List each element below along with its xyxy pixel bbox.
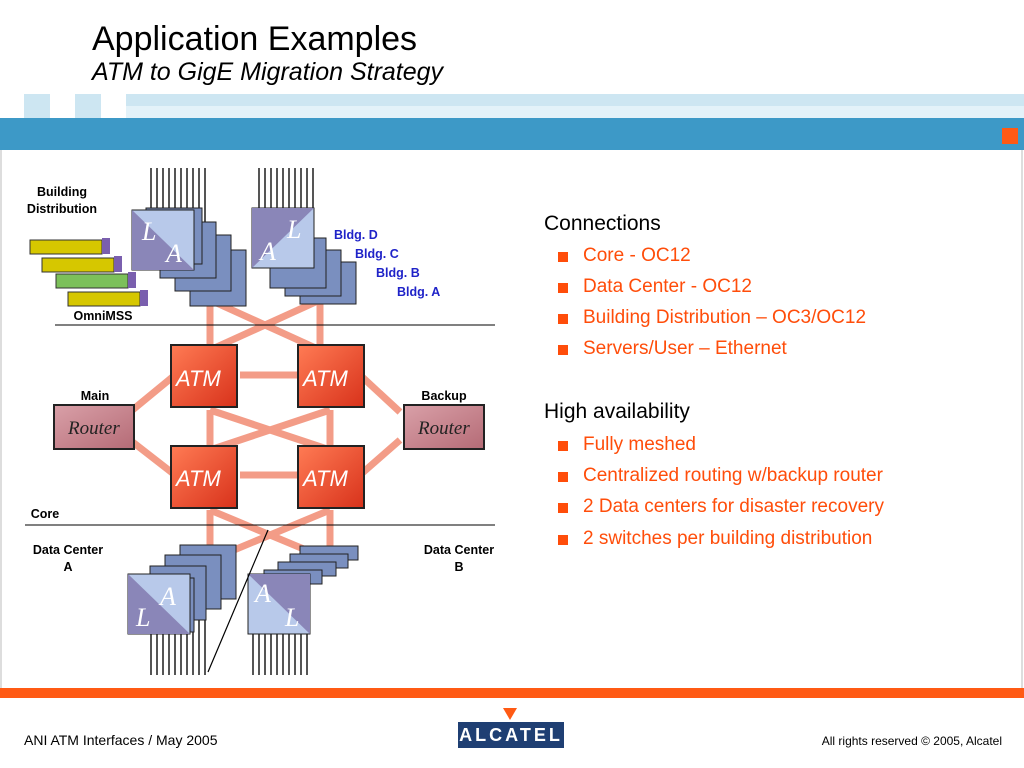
bullet-text: Centralized routing w/backup router <box>583 465 883 486</box>
datacenter-b-label: Data Center <box>424 543 494 557</box>
frame-right <box>1021 150 1023 690</box>
switch-letter: L <box>284 603 299 632</box>
lan-switch-icon: A L <box>127 573 191 635</box>
network-diagram: L A L A ATM ATM ATM <box>25 168 495 675</box>
main-label: Main <box>81 389 109 403</box>
switch-letter: L <box>141 217 156 246</box>
bullet-square-icon <box>558 535 568 545</box>
backup-label: Backup <box>421 389 467 403</box>
core-label: Core <box>31 507 60 521</box>
bullet-item: Data Center - OC12 <box>558 276 752 298</box>
switch-letter: A <box>258 237 276 266</box>
switch-letter: L <box>135 603 150 632</box>
switch-letter: A <box>164 239 182 268</box>
bldg-a-label: Bldg. A <box>397 285 440 299</box>
switch-letter: L <box>286 215 301 244</box>
switch-letter: A <box>158 582 176 611</box>
lan-switch-icon: A L <box>247 573 311 635</box>
bullet-item: Centralized routing w/backup router <box>558 465 883 487</box>
mesh-links <box>127 266 403 564</box>
backup-router: Router <box>403 404 485 450</box>
lan-switch-icon: L A <box>131 209 195 271</box>
frame-left <box>0 150 2 690</box>
slide-title: Application Examples <box>92 20 418 58</box>
header-band-dark <box>0 118 1024 150</box>
atm-switch-bottom-left: ATM <box>170 445 238 509</box>
building-distribution-label: Distribution <box>27 202 97 216</box>
datacenter-switch-stack-b: A L <box>247 545 359 635</box>
bullet-square-icon <box>558 441 568 451</box>
header-band-gap <box>0 94 24 118</box>
router-label: Router <box>67 418 120 439</box>
logo-triangle-icon <box>503 708 517 720</box>
omnimss-label: OmniMSS <box>73 309 132 323</box>
bullet-item: Fully meshed <box>558 434 696 456</box>
atm-label: ATM <box>301 366 348 391</box>
bldg-b-label: Bldg. B <box>376 266 420 280</box>
datacenter-a-label: A <box>63 560 72 574</box>
bullet-text: Fully meshed <box>583 434 696 455</box>
diagonal-line <box>207 529 269 673</box>
building-switch-stack-left: L A <box>131 207 247 307</box>
alcatel-logo: ALCATEL <box>458 722 564 748</box>
bullet-item: Core - OC12 <box>558 245 691 267</box>
building-distribution-label: Building <box>37 185 87 199</box>
atm-switch-top-left: ATM <box>170 344 238 408</box>
switch-letter: A <box>253 579 271 608</box>
bullet-text: Building Distribution – OC3/OC12 <box>583 307 867 328</box>
bldg-c-label: Bldg. C <box>355 247 399 261</box>
bullet-text: Data Center - OC12 <box>583 276 752 297</box>
datacenter-a-label: Data Center <box>33 543 103 557</box>
bullet-square-icon <box>558 503 568 513</box>
atm-switch-top-right: ATM <box>297 344 365 408</box>
router-label: Router <box>417 418 470 439</box>
atm-label: ATM <box>174 466 221 491</box>
bullet-square-icon <box>558 472 568 482</box>
bullet-square-icon <box>558 345 568 355</box>
bullet-text: 2 switches per building distribution <box>583 528 873 549</box>
bullet-square-icon <box>558 283 568 293</box>
datacenter-b-label: B <box>454 560 463 574</box>
atm-switch-bottom-right: ATM <box>297 445 365 509</box>
availability-heading: High availability <box>544 400 690 423</box>
header-band-gap <box>101 94 126 118</box>
bullet-square-icon <box>558 314 568 324</box>
building-switch-stack-right: L A <box>251 207 357 305</box>
bullet-item: Servers/User – Ethernet <box>558 338 787 360</box>
footer-accent-bar <box>0 688 1024 698</box>
bullet-text: Core - OC12 <box>583 245 691 266</box>
bullet-item: Building Distribution – OC3/OC12 <box>558 307 867 329</box>
bullet-item: 2 switches per building distribution <box>558 528 873 550</box>
footer-copyright: All rights reserved © 2005, Alcatel <box>821 734 1002 748</box>
atm-label: ATM <box>301 466 348 491</box>
header-band-gap <box>50 94 75 118</box>
bldg-d-label: Bldg. D <box>334 228 378 242</box>
atm-label: ATM <box>174 366 221 391</box>
bullet-square-icon <box>558 252 568 262</box>
lan-switch-icon: L A <box>251 207 315 269</box>
bullet-text: 2 Data centers for disaster recovery <box>583 496 884 517</box>
header-band-mid <box>126 106 1024 118</box>
datacenter-switch-stack-a: A L <box>127 544 237 635</box>
accent-square <box>1002 128 1018 144</box>
bullet-item: 2 Data centers for disaster recovery <box>558 496 884 518</box>
footer-left-text: ANI ATM Interfaces / May 2005 <box>24 732 218 748</box>
connections-heading: Connections <box>544 212 661 235</box>
omnimss-devices <box>29 238 148 307</box>
slide-subtitle: ATM to GigE Migration Strategy <box>92 58 444 86</box>
main-router: Router <box>53 404 135 450</box>
bullet-text: Servers/User – Ethernet <box>583 338 787 359</box>
